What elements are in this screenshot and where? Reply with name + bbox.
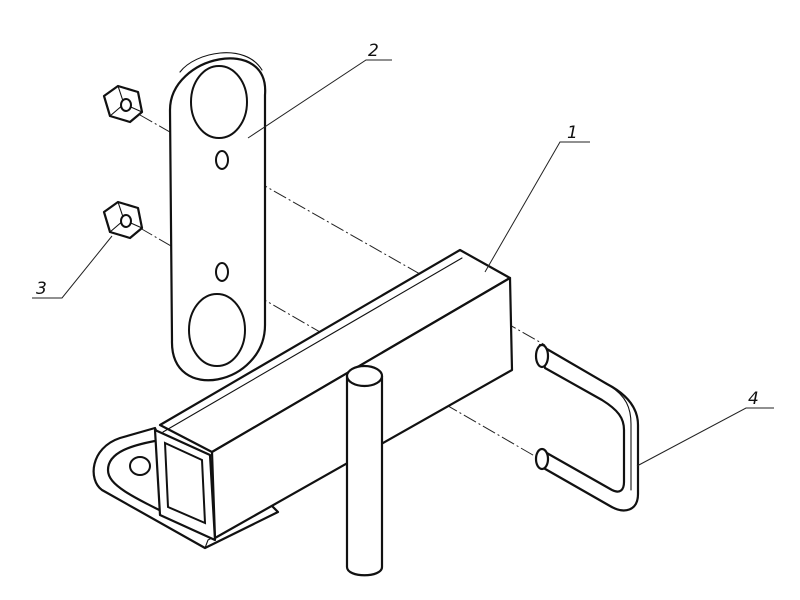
plate-small-hole-upper: [215, 150, 229, 170]
callout-part-4: 4: [748, 389, 759, 409]
leader-part-1: [484, 141, 590, 273]
part-3-nut-lower: [102, 200, 144, 240]
pin-body: [345, 374, 384, 577]
u-bolt-end-upper: [534, 343, 550, 369]
plate-large-hole-upper: [190, 65, 248, 139]
base-bracket-hole: [129, 456, 151, 476]
part-3-nut-upper: [102, 84, 144, 124]
u-bolt-inner-edge: [551, 351, 632, 491]
part-4-u-bolt: [534, 343, 640, 512]
plate-large-hole-lower: [188, 293, 246, 367]
leader-part-4: [636, 407, 774, 467]
nut-upper-hole: [120, 98, 132, 112]
part-1-square-tube: [92, 248, 514, 550]
part-2-plate: [168, 52, 267, 382]
leader-part-3: [32, 235, 113, 299]
vertical-pin: [345, 364, 384, 577]
leader-part-2: [247, 59, 392, 139]
u-bolt-body: [538, 343, 640, 512]
plate-small-hole-lower: [215, 262, 229, 282]
plate-outline: [168, 57, 267, 382]
tube-edge-highlight: [162, 257, 463, 433]
callout-part-2: 2: [368, 41, 379, 61]
callout-part-1: 1: [567, 123, 578, 143]
u-bolt-end-lower: [534, 447, 550, 471]
tube-end-opening: [163, 441, 207, 525]
pin-top: [345, 364, 384, 388]
nut-lower-hole: [120, 214, 132, 228]
leader-lines: [32, 59, 774, 467]
callout-part-3: 3: [36, 279, 47, 299]
plate-thickness-edge: [179, 52, 263, 73]
